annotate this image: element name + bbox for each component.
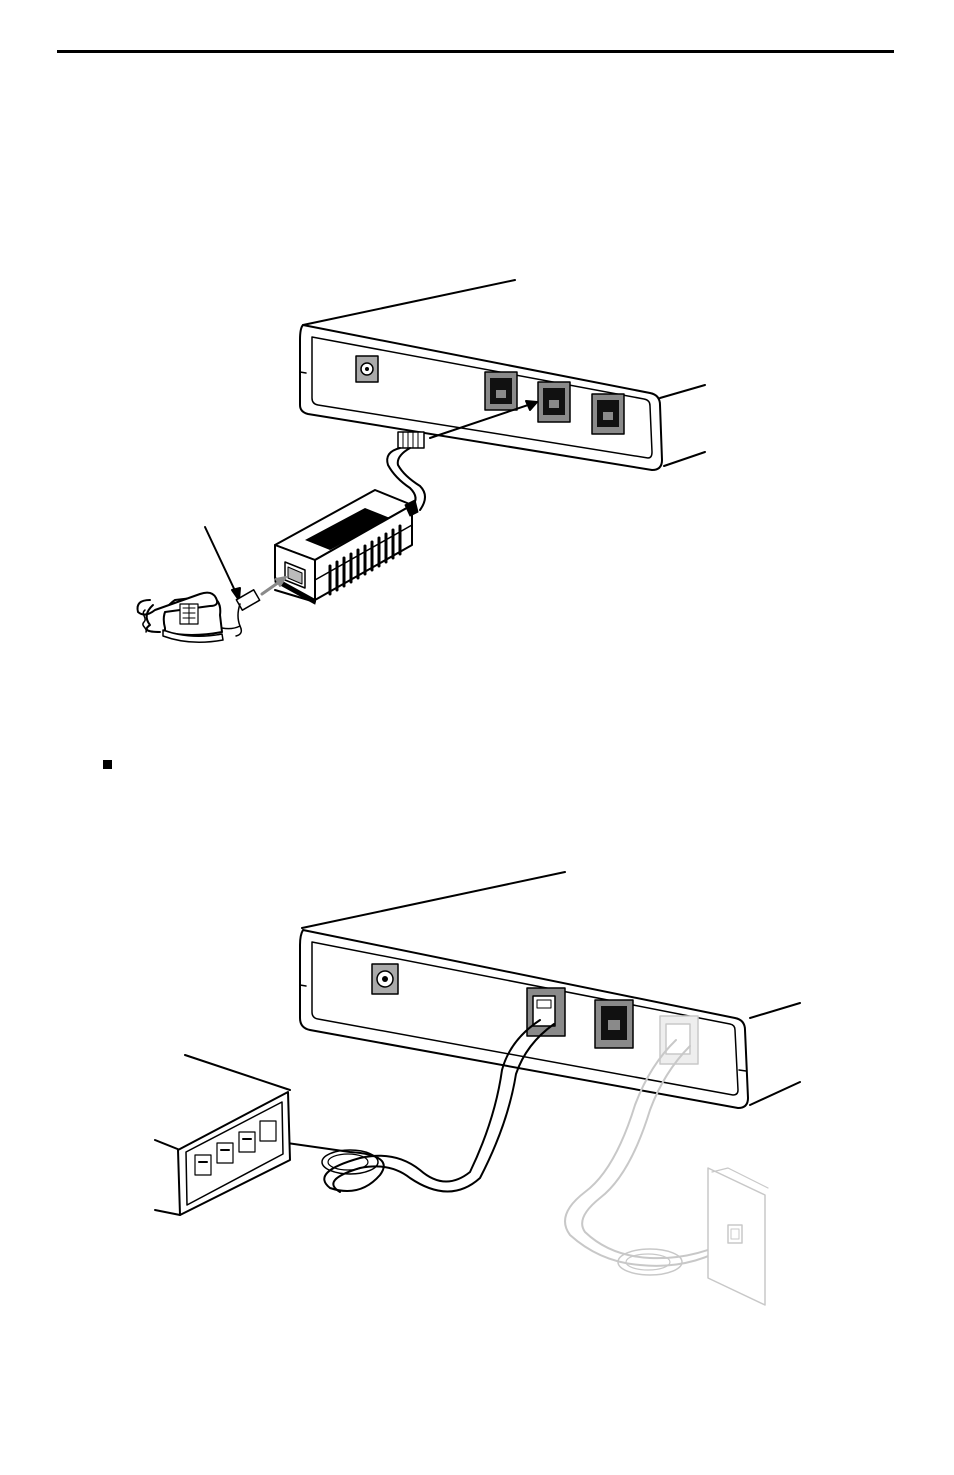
figure-modem-phone-system-wall-jack: [0, 860, 954, 1320]
header-rule: [57, 50, 894, 53]
jack-2-icon: [538, 382, 570, 422]
jack-1-plugged-icon: [527, 988, 565, 1036]
power-jack-icon-2: [372, 964, 398, 994]
phone-system-box-icon: [155, 1055, 290, 1215]
line-adapter-icon: [275, 490, 418, 604]
bullet-marker: [103, 760, 112, 769]
jack-3-icon: [592, 394, 624, 434]
cable-to-phone-system-icon: [280, 1020, 554, 1192]
power-jack-icon: [356, 356, 378, 382]
figure-modem-adapter-phone: [0, 270, 954, 690]
jack-1-icon: [485, 372, 517, 410]
arrow-to-jack-icon: [430, 401, 537, 438]
jack-2-empty-icon: [595, 1000, 633, 1048]
pointer-arrow-icon: [205, 527, 240, 600]
telephone-icon: [138, 593, 241, 643]
wall-jack-icon: [708, 1168, 768, 1305]
